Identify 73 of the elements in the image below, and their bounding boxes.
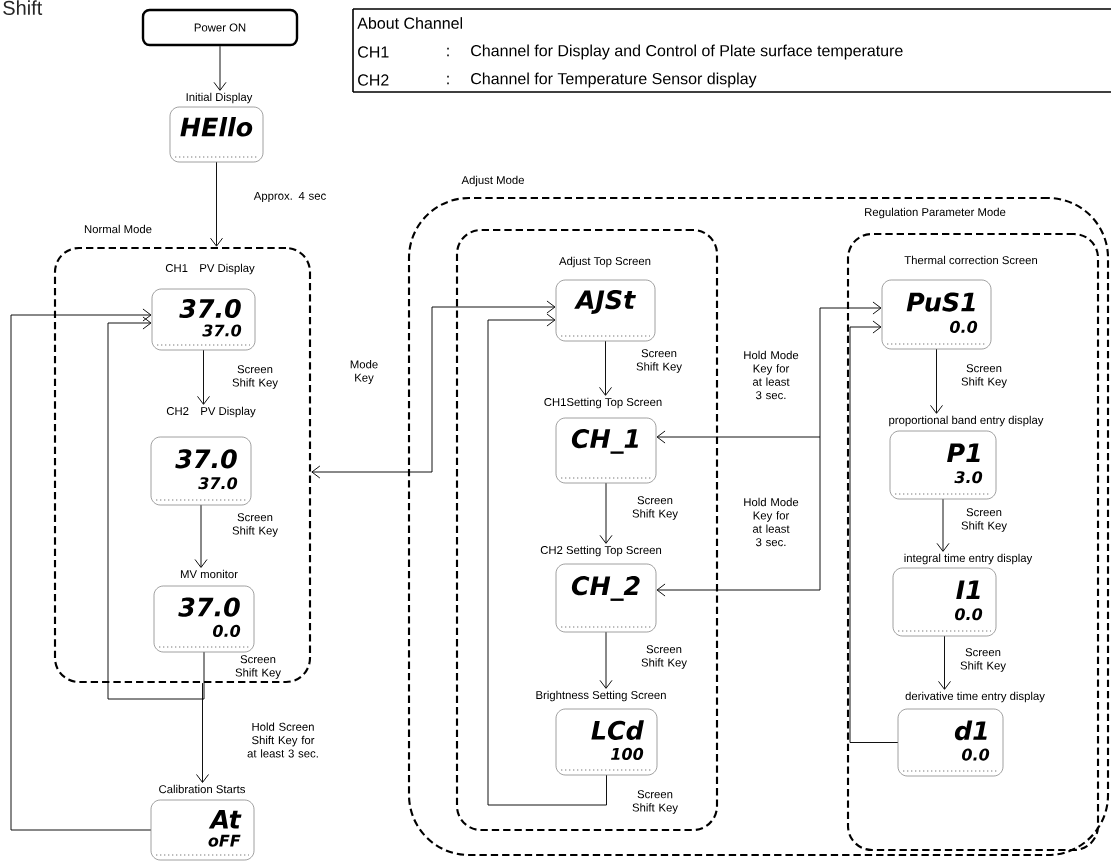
edge-label: Screen Shift Key	[960, 648, 1006, 672]
dashed-group-frame	[455, 228, 719, 832]
screen-title: Calibration Starts	[159, 784, 245, 794]
arrow	[599, 340, 612, 396]
arrow	[210, 161, 223, 247]
screen-title: CH1 PV Display	[165, 263, 255, 275]
edge-label: Mode Key	[350, 360, 378, 384]
screen-title: Adjust Top Screen	[559, 256, 651, 268]
lcd-display: At oFF	[150, 799, 255, 861]
screen-title: integral time entry display	[904, 553, 1033, 565]
table-text: About Channel	[357, 17, 463, 29]
table-text: Channel for Temperature Sensor display	[471, 72, 757, 88]
lcd-display: 37.0 37.0	[151, 288, 256, 351]
group-label: Regulation Parameter Mode	[865, 207, 1006, 219]
screen-title: proportional band entry display	[889, 415, 1044, 427]
arrow	[936, 498, 950, 552]
edge-label: Screen Shift Key	[961, 364, 1007, 388]
screen-title: CH1Setting Top Screen	[544, 397, 662, 409]
lcd-display: CH_1	[555, 417, 657, 484]
arrow	[487, 313, 607, 806]
edge-label: Screen Shift Key	[641, 645, 687, 669]
start-box: Power ON	[141, 8, 299, 47]
edge-label: Screen Shift Key	[632, 790, 678, 814]
lcd-display: 37.0 0.0	[153, 585, 255, 653]
page-title: Shift	[3, 0, 43, 15]
table-text: :	[447, 47, 449, 57]
screen-title: Brightness Setting Screen	[536, 690, 666, 702]
arrow	[819, 301, 882, 438]
group-label: Adjust Mode	[461, 175, 524, 187]
screen-title: MV monitor	[180, 569, 238, 579]
edge-label: Screen Shift Key	[632, 496, 678, 520]
lcd-display: I1 0.0	[892, 567, 997, 637]
arrow	[938, 635, 951, 690]
edge-label: Screen Shift Key	[232, 513, 278, 537]
lcd-display: 37.0 37.0	[150, 436, 252, 506]
arrow	[311, 300, 556, 479]
lcd-display: CH_2	[555, 563, 657, 633]
arrow	[197, 349, 210, 405]
table-text: Channel for Display and Control of Plate surface temperature	[471, 44, 903, 60]
table-text: CH1	[358, 46, 389, 58]
arrow	[194, 504, 208, 568]
arrow	[196, 682, 209, 783]
lcd-display: P1 3.0	[889, 430, 997, 500]
edge-label: Hold Mode Key for at least 3 sec.	[744, 350, 799, 400]
edge-label: Hold Screen Shift Key for at least 3 sec.	[247, 722, 318, 758]
lcd-display: d1 0.0	[897, 708, 1004, 777]
arrow	[599, 482, 613, 544]
arrow	[213, 45, 227, 91]
arrow	[930, 348, 943, 414]
screen-title: CH2 PV Display	[166, 406, 256, 418]
edge-label: Hold Mode Key for at least 3 sec.	[744, 497, 799, 547]
table-text: CH2	[358, 74, 389, 86]
lcd-display: LCd 100	[555, 708, 658, 776]
edge-label: Screen Shift Key	[232, 365, 278, 389]
arrow	[10, 308, 152, 831]
lcd-display: PuS1 0.0	[881, 279, 992, 350]
edge-label: Approx. 4 sec	[253, 191, 326, 203]
table-text: :	[447, 75, 449, 85]
edge-label: Screen Shift Key	[961, 508, 1007, 532]
edge-label: Screen Shift Key	[636, 349, 682, 373]
arrow	[849, 320, 899, 743]
arrow	[599, 631, 613, 689]
lcd-display: AJSt	[555, 279, 656, 342]
screen-title: Thermal correction Screen	[904, 255, 1037, 265]
screen-title: CH2 Setting Top Screen	[540, 545, 662, 557]
lcd-display: HEllo	[169, 106, 264, 163]
arrow	[656, 436, 821, 597]
group-label: Normal Mode	[84, 224, 152, 234]
edge-label: Screen Shift Key	[235, 655, 281, 679]
arrow	[656, 430, 821, 444]
arrow	[107, 316, 205, 700]
screen-title: Initial Display	[186, 92, 253, 104]
screen-title: derivative time entry display	[905, 691, 1045, 703]
